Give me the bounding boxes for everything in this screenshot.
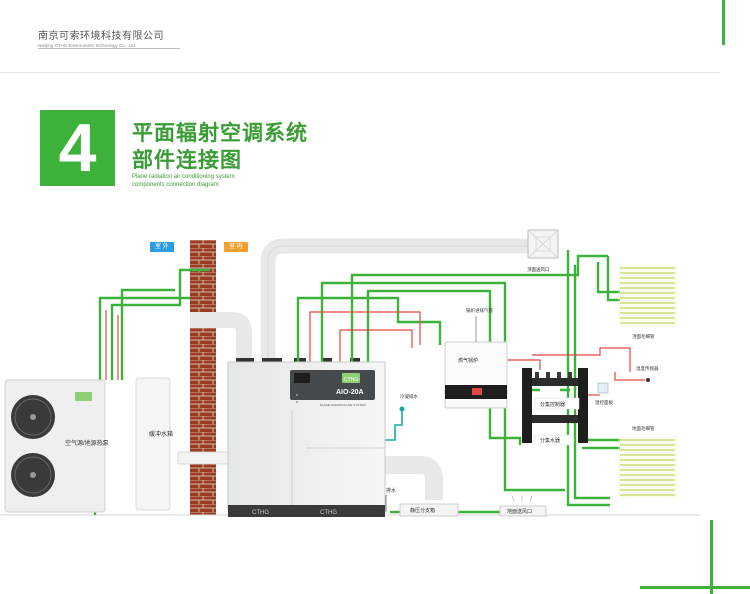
boiler-exhaust-label: 锅炉进排气管: [466, 307, 493, 314]
outdoor-tag: 室 外: [150, 242, 174, 252]
section-subtitle-line2: components connection diagram: [132, 182, 219, 188]
ceiling-capillary-mat: [620, 267, 675, 324]
header-divider: [38, 48, 180, 49]
buffer-tank-label: 缓冲水箱: [149, 430, 173, 438]
aio-display-screen: [294, 373, 310, 383]
exhaust-pipe: [177, 451, 229, 465]
floor-air-outlet-label: 地面送风口: [507, 508, 532, 515]
brick-wall: [190, 240, 216, 515]
green-pipe-12: [596, 262, 620, 294]
gas-boiler-screen: [472, 388, 482, 395]
floor-air-outlet: [499, 505, 547, 517]
aio-logo-badge: [342, 373, 360, 383]
green-pipe-11: [606, 256, 620, 302]
aio-base-brand-1: CTHG: [252, 510, 269, 516]
section-title: 平面辐射空调系统 部件连接图: [132, 120, 308, 174]
red-pipe-7: [614, 372, 645, 381]
ceiling-capillary-label: 顶面毛细管: [632, 333, 655, 340]
aio-model: AIO-20A: [336, 389, 364, 396]
duct-collar-2: [262, 358, 282, 364]
green-pipe-10: [573, 265, 610, 500]
fresh-air-duct: [190, 312, 252, 362]
green-pipe-9: [566, 250, 610, 507]
manifold-body-2: [578, 368, 588, 443]
green-pipe-7: [350, 254, 608, 362]
section-number: 4: [40, 110, 115, 186]
section-title-line2: 部件连接图: [132, 149, 242, 172]
company-name-en: Nanjing CTHG Environment Technology Co.,…: [38, 43, 136, 48]
company-header: 南京可索环境科技有限公司 Nanjing CTHG Environment Te…: [38, 27, 164, 48]
duct-collar-5: [350, 358, 360, 364]
teal-pipe: [385, 410, 403, 441]
indoor-tag: 室 内: [224, 242, 248, 252]
distributor-label-bg: [534, 397, 580, 410]
green-pipe-3: [120, 288, 175, 380]
heat-pump-label: 空气源/地源热泵: [65, 439, 109, 447]
section-subtitle-line1: Plane radiation air conditioning system: [132, 174, 235, 180]
red-pipe-6: [532, 347, 631, 372]
decorative-green-line-base: [640, 586, 750, 589]
green-pipe-5: [296, 296, 442, 362]
duct-collar-4: [322, 358, 332, 364]
top-air-duct-edge: [267, 245, 528, 362]
controller-label: 温控面板: [595, 399, 613, 406]
temp-sensor: [646, 378, 650, 382]
section-title-line1: 平面辐射空调系统: [132, 122, 308, 145]
red-pipe-3: [309, 311, 421, 362]
green-pipe-1: [98, 296, 190, 380]
distributor-rail-bottom: [530, 415, 586, 423]
aio-subtitle: PLANE RADIATION AIR SYSTEM: [320, 403, 366, 407]
section-subtitle: Plane radiation air conditioning system …: [132, 173, 235, 189]
decorative-green-line-bottom: [710, 520, 713, 594]
temp-sensor-label: 温度传感器: [636, 365, 659, 372]
green-pipe-6: [320, 281, 565, 492]
manifold-label: 分集水器: [540, 437, 560, 444]
manifold-body: [522, 368, 532, 443]
controller-panel: [597, 382, 609, 394]
static-box-label: 静压分支箱: [410, 507, 435, 514]
teal-junction: [399, 406, 405, 412]
green-pipe-2: [110, 268, 210, 380]
heat-pump-logo: [75, 392, 92, 401]
distributor-rail-top: [530, 378, 586, 386]
aio-base-brand-2: CTHG: [320, 510, 337, 516]
company-name: 南京可索环境科技有限公司: [38, 31, 164, 42]
condensate-label: 冷凝排水: [400, 393, 418, 400]
floor-capillary-label: 地面毛细管: [632, 425, 655, 432]
floor-air-duct: [380, 456, 443, 500]
aio-unit-base: [228, 505, 385, 517]
buffer-tank: [135, 377, 171, 511]
floor-capillary-mat: [620, 439, 675, 496]
static-box: [399, 503, 459, 517]
drain-label: 排水: [386, 487, 396, 494]
duct-collar-3: [294, 358, 306, 364]
duct-collar-1: [236, 358, 254, 364]
distributor-label: 分集控制器: [540, 401, 565, 408]
manifold-label-bg: [534, 434, 572, 446]
aio-logo-text: CTHG: [344, 377, 358, 383]
content-frame-top: [0, 72, 720, 73]
top-air-outlet-label: 顶面送风口: [527, 266, 550, 273]
red-pipe-4: [339, 329, 413, 362]
boiler-label: 燃气锅炉: [458, 357, 478, 364]
decorative-green-line: [722, 0, 725, 45]
